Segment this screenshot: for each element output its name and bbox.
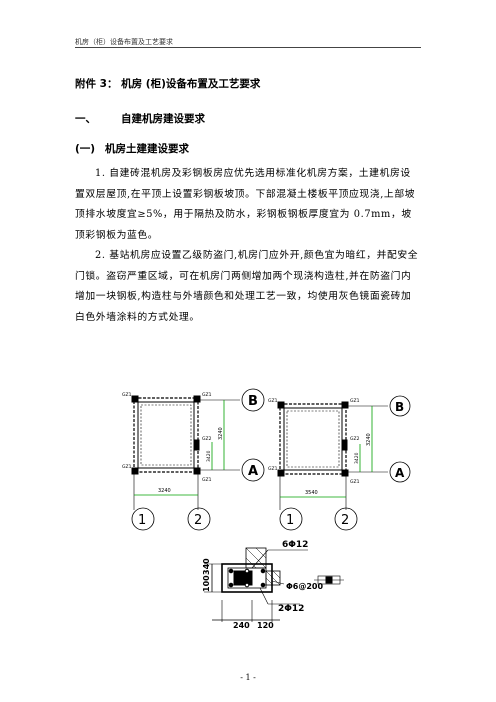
detail-core: [233, 570, 253, 586]
axis-label-b: B: [248, 394, 258, 409]
detail-rebar: [228, 582, 234, 588]
gz-label: GZ1: [268, 398, 278, 404]
gz-label: GZ2: [350, 436, 360, 442]
axis-label-b: B: [395, 400, 404, 414]
detail-hatch: [245, 557, 257, 569]
detail-leader-stirrup: [271, 580, 285, 585]
detail-leader-bottom: [259, 587, 269, 605]
stirrup-label: Φ6@200: [286, 582, 324, 591]
axis-label-2: 2: [341, 513, 349, 528]
dim-width-2: 120: [257, 621, 274, 630]
header-divider: [75, 47, 421, 48]
gz-label: GZ2: [202, 436, 212, 442]
section-number: 一、: [75, 113, 96, 125]
floor-plan-left: [131, 388, 265, 531]
page-header: 机房（柜）设备布置及工艺要求: [75, 38, 173, 46]
plan-right-outer-wall: [279, 403, 347, 475]
paragraph-1: 1. 自建砖混机房及彩钢板房应优先选用标准化机房方案，土建机房设置双层屋顶,在平…: [75, 168, 416, 241]
plan-right-column-tr: [341, 401, 349, 409]
plan-right-axis-bubble-2: [334, 507, 358, 531]
plan-left-column-tl: [131, 395, 139, 403]
plan-right-column-br: [341, 469, 349, 477]
axis-label-a: A: [395, 466, 405, 480]
plan-left-column-br: [193, 467, 201, 475]
dim-label-height: 3240: [366, 433, 372, 446]
detail-column-outline: [221, 563, 273, 593]
detail-rebar: [260, 582, 266, 588]
plan-right-column-tl: [277, 401, 285, 409]
plan-left-axis-bubble-b: [241, 388, 265, 412]
gz-label: GZ1: [122, 392, 132, 398]
plan-right-room: [286, 410, 340, 468]
gz-label: GZ1: [122, 464, 132, 470]
plan-right-axis-bubble-a: [389, 461, 411, 483]
gz-label: GZ1: [350, 479, 360, 485]
gz-label: GZ1: [202, 392, 212, 398]
section-heading: 一、 自建机房建设要求: [75, 111, 205, 126]
subsection-number: (一): [75, 143, 96, 155]
plan-right-axis-bubble-1: [279, 507, 303, 531]
gz-label: GZ1: [202, 477, 212, 483]
axis-label-a: A: [248, 464, 258, 479]
gz-label: GZ1: [268, 466, 278, 472]
dim-height-1: 100: [202, 575, 211, 592]
dim-label-height: 3240: [218, 427, 224, 440]
detail-hatch: [265, 570, 281, 586]
plan-left-inner-wall: [137, 401, 195, 469]
plan-right-inner-wall: [283, 407, 343, 471]
detail-hatch: [255, 547, 267, 559]
section-title-text: 自建机房建设要求: [121, 113, 205, 125]
detail-rebar: [260, 568, 266, 574]
plan-right-door: [342, 439, 348, 451]
plan-left-room: [140, 404, 192, 466]
plan-left-door: [194, 439, 200, 451]
subsection-heading: (一) 机房土建建设要求: [75, 141, 189, 156]
appendix-title: 附件 3： 机房 (柜)设备布置及工艺要求: [75, 78, 261, 90]
detail-hatch: [265, 577, 274, 586]
plan-right-labels: GZ1 GZ1 GZ2 GZ1 GZ1 3540 3240 3420 B A 1…: [268, 398, 405, 528]
floor-plan-right: [277, 395, 411, 531]
gz-label: GZ1: [350, 398, 360, 404]
dim-height-2: 340: [202, 558, 211, 575]
plan-right-axis-bubble-b: [389, 395, 411, 417]
dim-label-width: 3540: [305, 490, 318, 496]
dim-label-sub: 3420: [354, 452, 360, 464]
plan-left-axis-bubble-a: [241, 458, 265, 482]
column-detail: [204, 547, 344, 622]
dim-width-1: 240: [233, 621, 250, 630]
plan-left-outer-wall: [133, 397, 199, 473]
axis-label-1: 1: [286, 513, 294, 528]
axis-label-2: 2: [194, 513, 202, 528]
plan-left-labels: GZ1 GZ1 GZ2 GZ1 GZ1 3240 3240 3420 B A 1…: [122, 392, 258, 528]
subsection-title-text: 机房土建建设要求: [105, 143, 189, 155]
paragraph-2: 2. 基站机房应设置乙级防盗门,机房门应外开,颜色宜为暗红，并配安全门锁。盗窃严…: [75, 250, 419, 323]
detail-rebar: [228, 568, 234, 574]
detail-rebar: [244, 582, 250, 588]
plan-left-axis-bubble-1: [131, 507, 155, 531]
plan-left-column-tr: [193, 395, 201, 403]
detail-stirrup-sketch-bar: [325, 576, 333, 584]
detail-leader-top: [251, 549, 269, 569]
plan-left-column-bl: [131, 467, 139, 475]
column-detail-labels: 6Φ12 Φ6@200 2Φ12 240 120 100 340: [202, 540, 324, 630]
detail-rebar: [244, 568, 250, 574]
page-number: - 1 -: [240, 673, 256, 682]
dim-label-width: 3240: [158, 488, 171, 494]
plan-right-column-bl: [277, 469, 285, 477]
rebar-top-label: 6Φ12: [282, 540, 308, 550]
detail-hatch: [272, 570, 281, 579]
axis-label-1: 1: [138, 513, 146, 528]
plan-left-axis-bubble-2: [187, 507, 211, 531]
dim-label-sub: 3420: [206, 450, 212, 462]
rebar-bottom-label: 2Φ12: [278, 604, 304, 614]
